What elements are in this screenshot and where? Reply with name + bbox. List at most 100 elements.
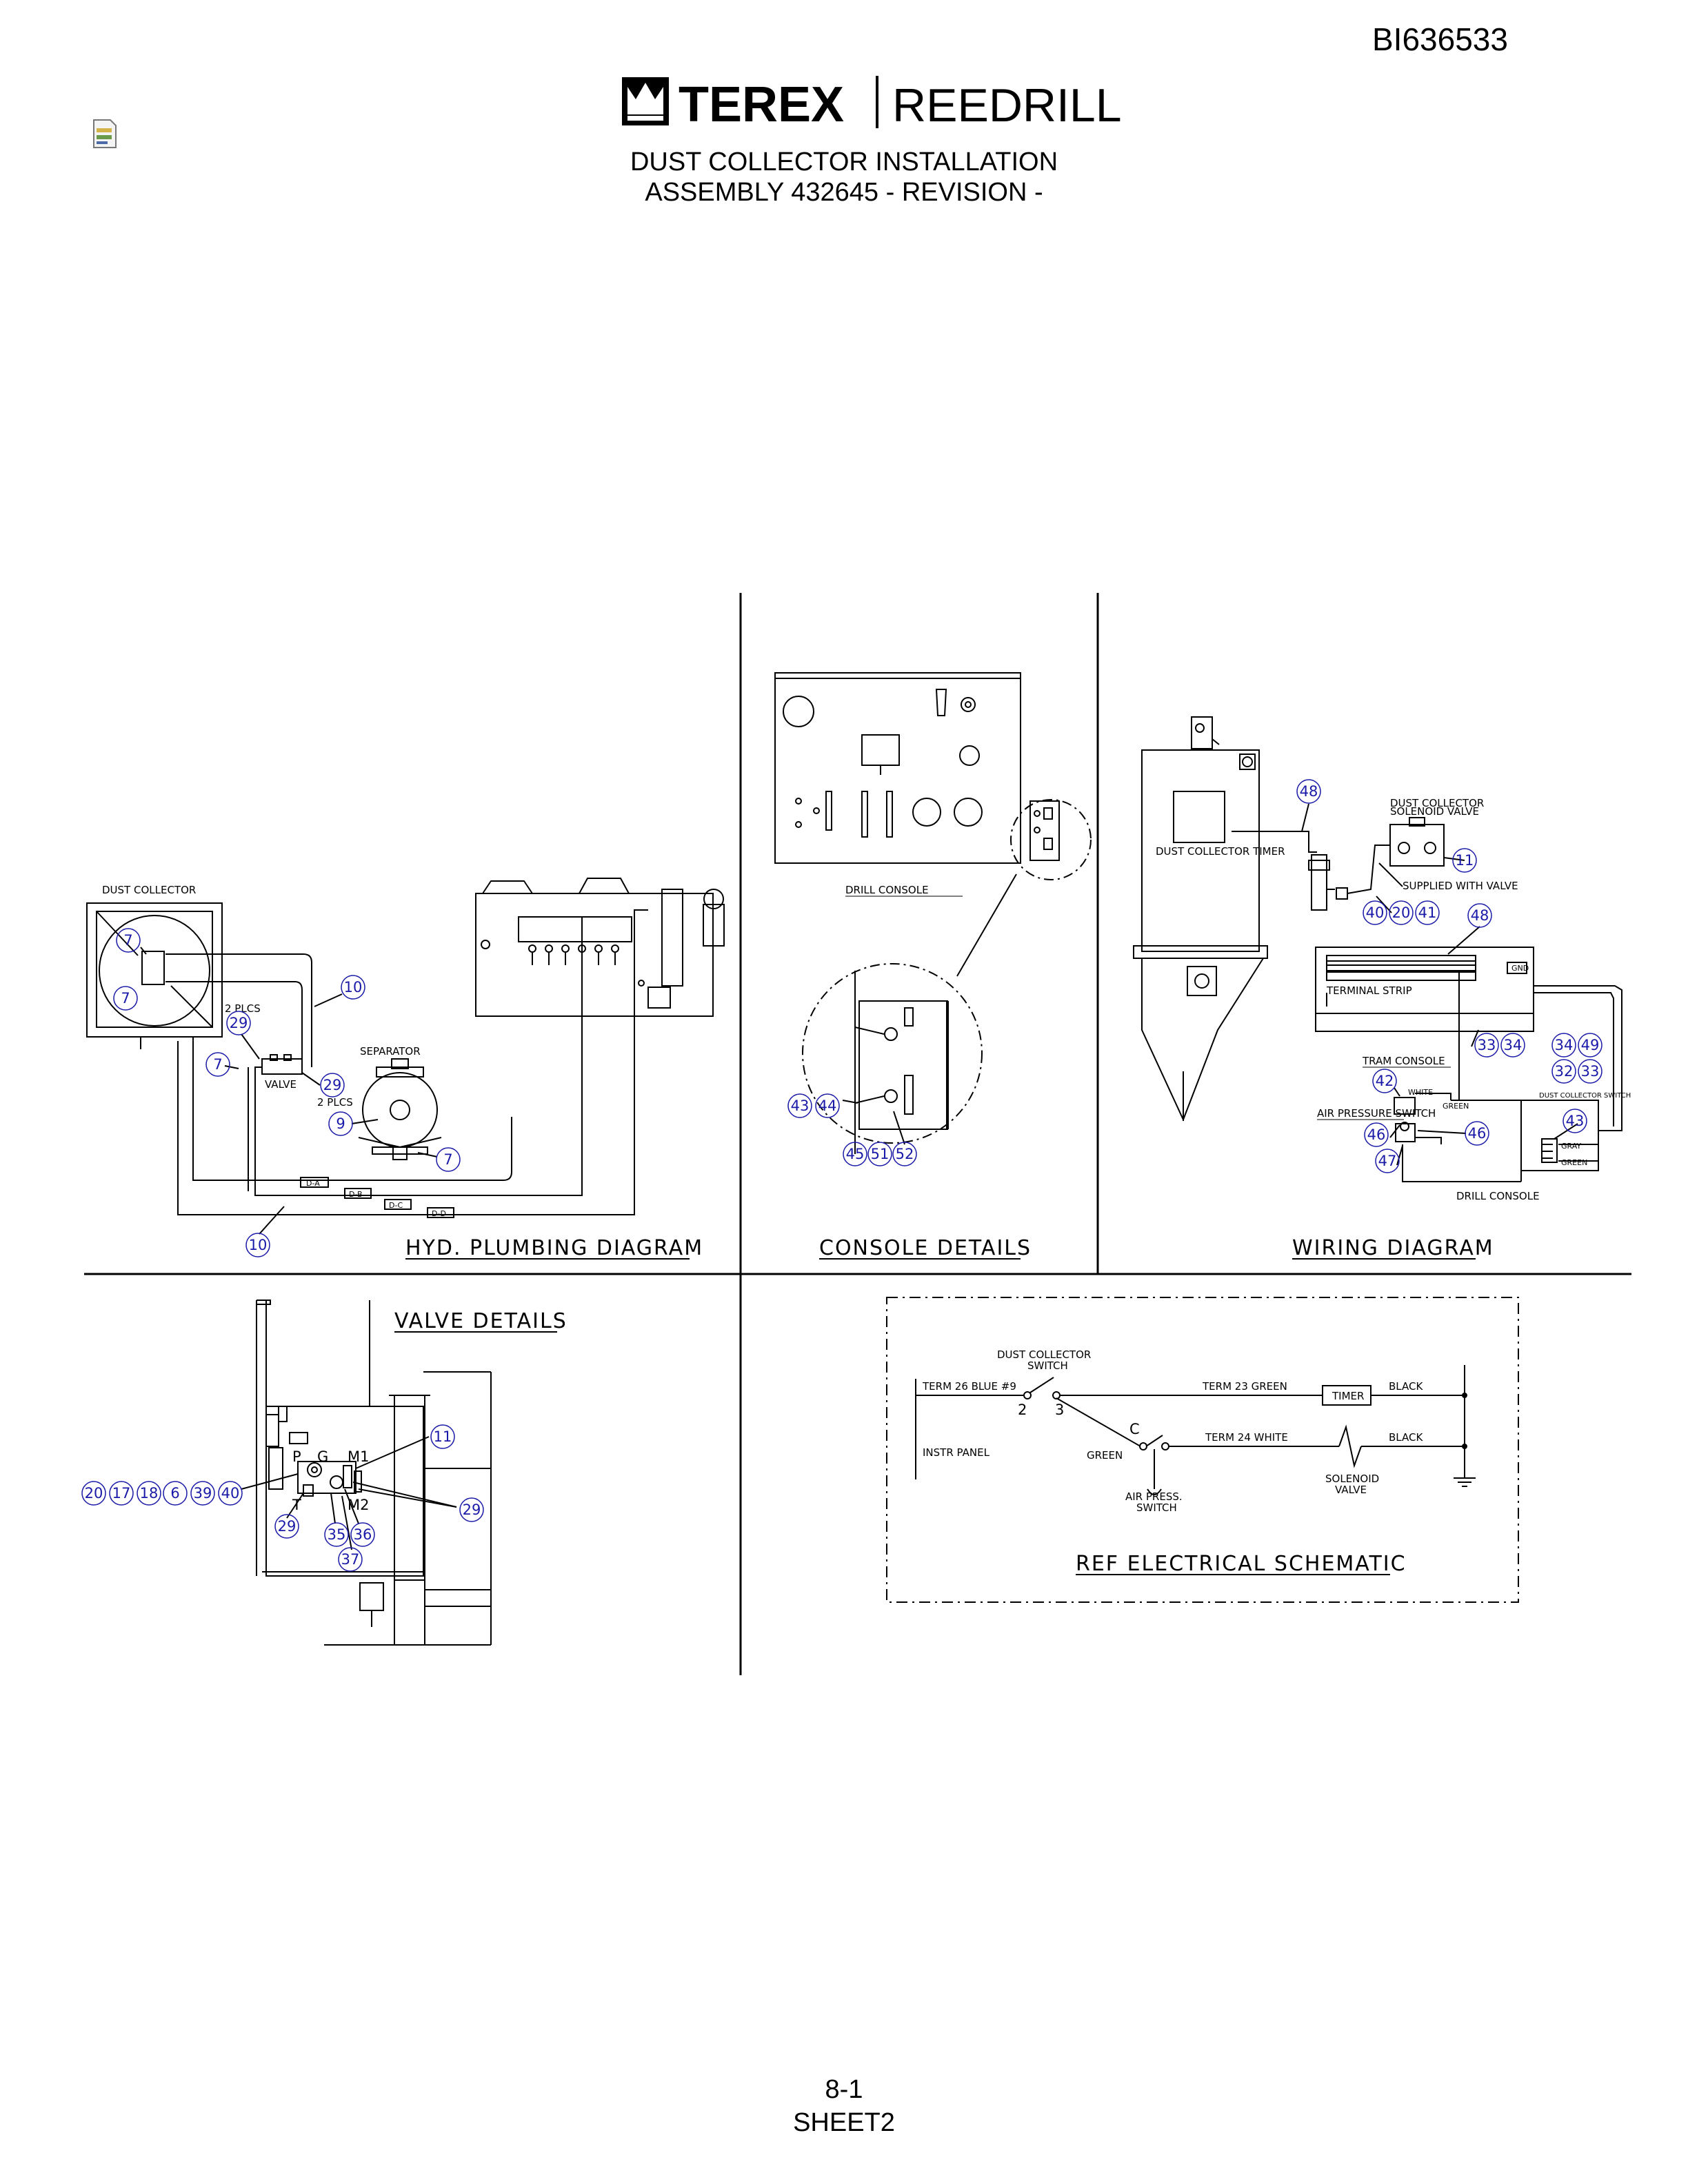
- air-press-label-2: SWITCH: [1136, 1502, 1177, 1514]
- balloon-console-1: 43: [791, 1098, 810, 1114]
- solenoid-label-1: DUST COLLECTOR: [1390, 797, 1484, 809]
- dc-switch-label: DUST COLLECTOR SWITCH: [1539, 1092, 1631, 1100]
- balloon-wiring-10: 49: [1581, 1037, 1600, 1053]
- white-wire-label: WHITE: [1408, 1088, 1433, 1097]
- document-number: BI636533: [1372, 21, 1508, 57]
- balloon-console-2: 44: [818, 1098, 837, 1114]
- hyd-plumbing-title: HYD. PLUMBING DIAGRAM: [405, 1236, 703, 1260]
- brand-reedrill: REEDRILL: [892, 79, 1122, 132]
- balloon-wiring-15: 46: [1468, 1125, 1487, 1142]
- air-pressure-switch-label: AIR PRESSURE SWITCH: [1317, 1107, 1436, 1120]
- balloon-wiring-16: 43: [1566, 1113, 1585, 1129]
- balloon-valve-3: 18: [140, 1485, 159, 1502]
- balloon-hyd-3: 10: [344, 979, 363, 995]
- console-details-title: CONSOLE DETAILS: [819, 1236, 1032, 1260]
- balloon-valve-11: 36: [354, 1526, 372, 1543]
- frame-lines: [84, 593, 1631, 1675]
- terminal-strip-label: TERMINAL STRIP: [1326, 984, 1412, 997]
- wiring-diagram-title: WIRING DIAGRAM: [1292, 1236, 1494, 1260]
- gray-wire-label: GRAY: [1561, 1142, 1581, 1151]
- black-label-1: BLACK: [1389, 1380, 1423, 1393]
- balloon-hyd-2: 7: [121, 990, 130, 1007]
- balloon-wiring-9: 34: [1555, 1037, 1574, 1053]
- term-24-label: TERM 24 WHITE: [1205, 1431, 1288, 1444]
- tram-console-label: TRAM CONSOLE: [1362, 1055, 1445, 1067]
- solenoid-label-2: SOLENOID VALVE: [1390, 805, 1479, 818]
- balloon-wiring-5: 41: [1418, 904, 1437, 921]
- balloon-hyd-9: 10: [249, 1237, 268, 1253]
- port-m1: M1: [348, 1448, 369, 1465]
- balloon-valve-6: 40: [221, 1485, 240, 1502]
- attachment-icon[interactable]: [91, 119, 119, 149]
- document-title: DUST COLLECTOR INSTALLATION: [630, 148, 1058, 176]
- solenoid-label-b: VALVE: [1335, 1484, 1367, 1496]
- brand-terex: TEREX: [679, 77, 844, 132]
- balloon-hyd-8: 7: [443, 1151, 452, 1168]
- page-number: 8-1: [825, 2075, 863, 2104]
- dust-collector-label: DUST COLLECTOR: [102, 884, 196, 896]
- green-wire-schematic: GREEN: [1087, 1449, 1123, 1462]
- drill-console-label: DRILL CONSOLE: [845, 884, 929, 896]
- balloon-wiring-14: 46: [1367, 1126, 1386, 1143]
- sheet-label: SHEET2: [793, 2108, 895, 2137]
- timer-box-label: TIMER: [1332, 1390, 1364, 1402]
- balloon-wiring-6: 48: [1471, 907, 1489, 924]
- balloon-valve-12: 37: [341, 1551, 360, 1568]
- electrical-schematic-title: REF ELECTRICAL SCHEMATIC: [1076, 1552, 1407, 1576]
- separator-label: SEPARATOR: [360, 1045, 421, 1058]
- balloon-hyd-7: 9: [336, 1115, 345, 1132]
- balloon-console-5: 52: [896, 1146, 914, 1162]
- balloon-wiring-7: 33: [1478, 1037, 1496, 1053]
- hose-tag-b: D-B: [349, 1190, 363, 1199]
- balloon-valve-5: 39: [194, 1485, 212, 1502]
- valve-details-title: VALVE DETAILS: [394, 1309, 567, 1333]
- balloon-valve-4: 6: [170, 1485, 179, 1502]
- term-23-label: TERM 23 GREEN: [1202, 1380, 1287, 1393]
- balloon-valve-8: 29: [278, 1518, 297, 1535]
- balloon-console-3: 45: [846, 1146, 865, 1162]
- instr-panel-label: INSTR PANEL: [923, 1446, 990, 1459]
- contact-2: 2: [1018, 1402, 1027, 1418]
- balloon-wiring-2: 11: [1456, 852, 1474, 869]
- balloon-wiring-17: 47: [1378, 1153, 1397, 1169]
- drill-console-label-b: DRILL CONSOLE: [1456, 1190, 1540, 1202]
- balloon-wiring-11: 42: [1376, 1073, 1394, 1089]
- balloon-wiring-1: 48: [1300, 783, 1318, 800]
- balloon-hyd-5: 7: [213, 1056, 222, 1073]
- schematic-dc-switch-1: DUST COLLECTOR: [997, 1348, 1091, 1361]
- solenoid-label-a: SOLENOID: [1325, 1473, 1379, 1485]
- balloon-wiring-13: 33: [1581, 1063, 1600, 1080]
- valve-details: [241, 1300, 492, 1646]
- wiring-diagram: [1133, 716, 1622, 1182]
- gnd-label: GND: [1511, 964, 1529, 973]
- air-press-label-1: AIR PRESS.: [1125, 1490, 1183, 1503]
- valve-label: VALVE: [265, 1078, 297, 1091]
- balloon-valve-7: 11: [434, 1428, 452, 1445]
- balloon-wiring-8: 34: [1504, 1037, 1523, 1053]
- balloon-valve-2: 17: [112, 1485, 131, 1502]
- contact-c: C: [1129, 1421, 1140, 1437]
- electrical-schematic: [886, 1297, 1519, 1603]
- green-wire-label: GREEN: [1443, 1102, 1469, 1111]
- two-plcs-label-b: 2 PLCS: [317, 1096, 353, 1109]
- balloon-console-4: 51: [871, 1146, 890, 1162]
- supplied-with-valve-label: SUPPLIED WITH VALVE: [1403, 880, 1518, 892]
- terex-reedrill-logo: TEREX REEDRILL: [622, 76, 1122, 132]
- balloon-hyd-4: 29: [230, 1015, 248, 1031]
- hose-tag-a: D-A: [306, 1179, 320, 1188]
- term-26-label: TERM 26 BLUE #9: [922, 1380, 1016, 1393]
- black-label-2: BLACK: [1389, 1431, 1423, 1444]
- port-p: P: [292, 1448, 301, 1465]
- port-g: G: [317, 1448, 328, 1465]
- balloon-wiring-12: 32: [1555, 1063, 1574, 1080]
- balloon-hyd-6: 29: [323, 1077, 342, 1093]
- console-details: [774, 672, 1092, 1154]
- timer-label: DUST COLLECTOR TIMER: [1156, 845, 1285, 858]
- port-m2: M2: [348, 1497, 369, 1513]
- green-wire-label-b: GREEN: [1561, 1158, 1587, 1167]
- balloon-valve-1: 20: [85, 1485, 103, 1502]
- balloon-wiring-4: 20: [1392, 904, 1411, 921]
- assembly-title: ASSEMBLY 432645 - REVISION -: [645, 178, 1043, 207]
- hyd-plumbing-diagram: [86, 878, 725, 1235]
